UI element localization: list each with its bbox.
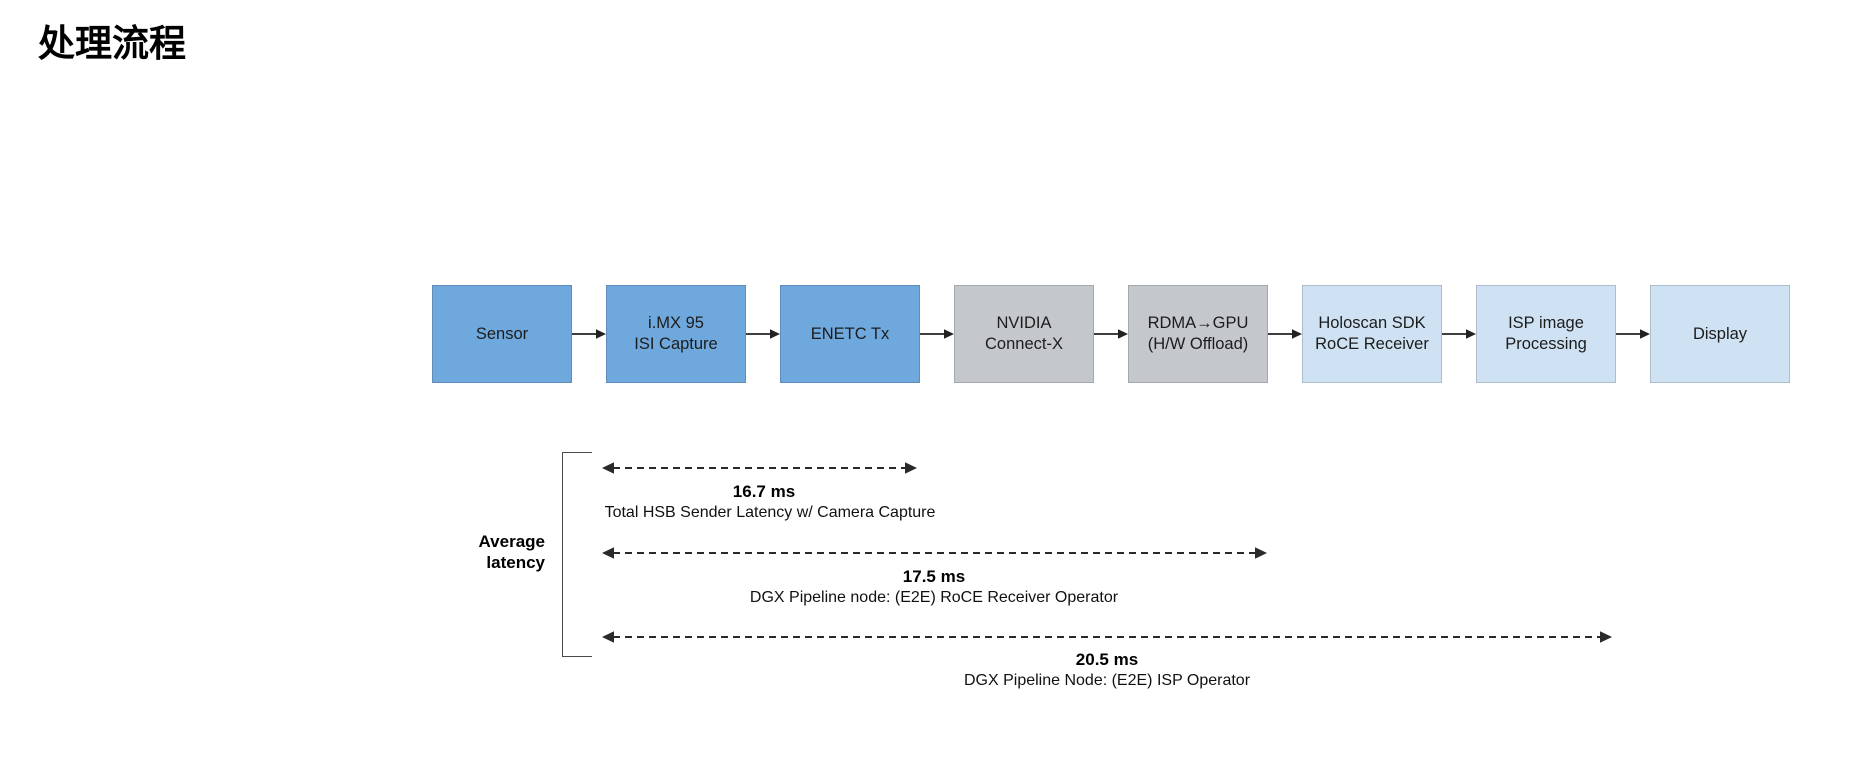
flow-arrow-icon	[920, 329, 954, 339]
flow-node-imx95-isi-capture: i.MX 95 ISI Capture	[606, 285, 746, 383]
latency-bracket	[562, 452, 592, 657]
latency-description: DGX Pipeline Node: (E2E) ISP Operator	[963, 672, 1251, 689]
flow-node-isp-image-processing: ISP image Processing	[1476, 285, 1616, 383]
latency-span-arrow-icon	[602, 462, 917, 474]
flow-arrow-icon	[572, 329, 606, 339]
latency-value: 16.7 ms	[732, 482, 796, 501]
latency-value: 20.5 ms	[1075, 650, 1139, 669]
flow-node-sensor: Sensor	[432, 285, 572, 383]
latency-span-arrow-icon	[602, 547, 1267, 559]
latency-group-label: Average latency	[478, 532, 545, 572]
flow-arrow-icon	[1268, 329, 1302, 339]
latency-description: DGX Pipeline node: (E2E) RoCE Receiver O…	[749, 589, 1119, 606]
flow-arrow-icon	[1094, 329, 1128, 339]
flow-arrow-icon	[746, 329, 780, 339]
latency-value: 17.5 ms	[902, 567, 966, 586]
flow-arrow-icon	[1616, 329, 1650, 339]
flow-node-enetc-tx: ENETC Tx	[780, 285, 920, 383]
page-title: 处理流程	[38, 23, 186, 64]
latency-description: Total HSB Sender Latency w/ Camera Captu…	[604, 504, 936, 521]
flow-node-display: Display	[1650, 285, 1790, 383]
flow-node-rdma-gpu-offload: RDMA→GPU (H/W Offload)	[1128, 285, 1268, 383]
latency-span-arrow-icon	[602, 631, 1612, 643]
flow-node-holoscan-roce-receiver: Holoscan SDK RoCE Receiver	[1302, 285, 1442, 383]
flow-node-nvidia-connect-x: NVIDIA Connect-X	[954, 285, 1094, 383]
flow-arrow-icon	[1442, 329, 1476, 339]
